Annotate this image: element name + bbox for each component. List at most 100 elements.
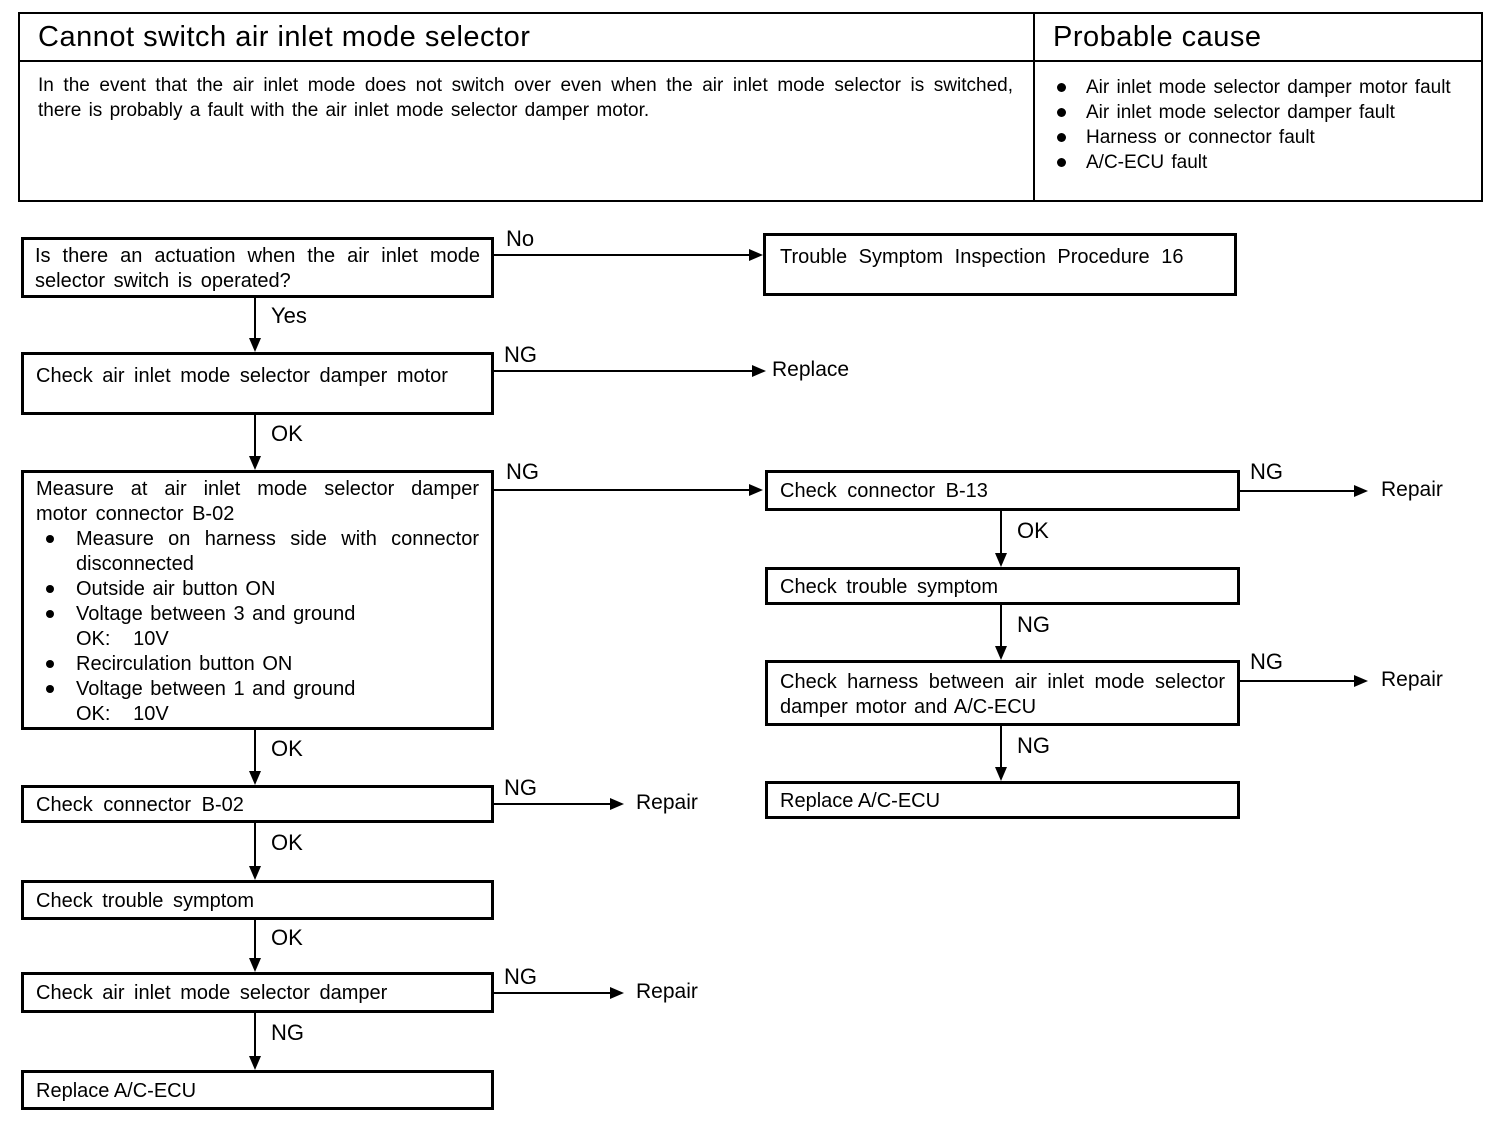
arrow-down-icon: [249, 771, 261, 785]
edge-no-line: [494, 254, 750, 256]
node-replace-ac-ecu-left: Replace A/C-ECU: [21, 1070, 494, 1110]
list-item: Recirculation button ON: [36, 652, 479, 677]
cause-text: Air inlet mode selector damper fault: [1086, 102, 1395, 123]
edge-label-ng: NG: [271, 1020, 304, 1045]
bullet-icon: [46, 585, 54, 593]
node-trouble-symptom-procedure: Trouble Symptom Inspection Procedure 16: [763, 233, 1237, 296]
arrow-down-icon: [249, 958, 261, 972]
cause-text: Harness or connector fault: [1086, 127, 1315, 148]
measure-bullet-list: Measure on harness side with connector d…: [36, 527, 479, 727]
list-item: Measure on harness side with connector d…: [36, 527, 479, 577]
arrow-down-icon: [249, 1056, 261, 1070]
cause-text: A/C-ECU fault: [1086, 152, 1208, 173]
node-replace-ac-ecu-right: Replace A/C-ECU: [765, 781, 1240, 819]
edge-ng-line: [1000, 605, 1002, 646]
edge-label-ng: NG: [504, 775, 537, 800]
arrow-down-icon: [249, 338, 261, 352]
arrow-down-icon: [995, 646, 1007, 660]
bullet-icon: [1057, 83, 1066, 92]
arrow-right-icon: [610, 798, 624, 810]
ok-value-line: OK: 10V: [76, 628, 169, 650]
probable-cause-title: Probable cause: [1035, 14, 1481, 62]
bullet-icon: [46, 610, 54, 618]
probable-cause-list: Air inlet mode selector damper motor fau…: [1045, 73, 1471, 175]
arrow-down-icon: [995, 767, 1007, 781]
symptom-description-wrap: In the event that the air inlet mode doe…: [20, 62, 1033, 200]
edge-label-ok: OK: [271, 421, 303, 446]
edge-label-yes: Yes: [271, 303, 307, 328]
bullet-icon: [1057, 158, 1066, 167]
node-check-connector-b13: Check connector B-13: [765, 470, 1240, 511]
edge-label-ng: NG: [506, 459, 539, 484]
node-check-damper: Check air inlet mode selector damper: [21, 972, 494, 1013]
bullet-text: Measure on harness side with connector d…: [76, 528, 479, 575]
node-text: Check trouble symptom: [36, 890, 255, 912]
bullet-line: Voltage between 1 and ground: [76, 678, 356, 700]
edge-ng-line: [494, 803, 610, 805]
edge-ok-line: [254, 823, 256, 866]
arrow-right-icon: [749, 484, 763, 496]
node-text: Check air inlet mode selector damper: [36, 982, 388, 1004]
arrow-right-icon: [749, 249, 763, 261]
terminal-repair: Repair: [636, 980, 698, 1003]
edge-label-ok: OK: [1017, 518, 1049, 543]
symptom-title: Cannot switch air inlet mode selector: [20, 14, 1033, 62]
node-measure-connector-b02: Measure at air inlet mode selector dampe…: [21, 470, 494, 730]
edge-ok-line: [254, 415, 256, 456]
node-check-damper-motor: Check air inlet mode selector damper mot…: [21, 352, 494, 415]
edge-label-no: No: [506, 226, 535, 251]
arrow-right-icon: [1354, 485, 1368, 497]
edge-label-ok: OK: [271, 736, 303, 761]
list-item: Harness or connector fault: [1051, 125, 1465, 150]
edge-label-ok: OK: [271, 925, 303, 950]
ok-value-line: OK: 10V: [76, 703, 169, 725]
node-question-actuation: Is there an actuation when the air inlet…: [21, 237, 494, 298]
bullet-text: Outside air button ON: [76, 578, 276, 600]
node-text: Replace A/C-ECU: [780, 790, 941, 812]
node-check-harness: Check harness between air inlet mode sel…: [765, 660, 1240, 726]
arrow-right-icon: [752, 365, 766, 377]
node-heading: Measure at air inlet mode selector dampe…: [36, 478, 479, 525]
symptom-cell: Cannot switch air inlet mode selector In…: [20, 14, 1035, 200]
node-check-trouble-symptom-right: Check trouble symptom: [765, 567, 1240, 605]
bullet-text: Recirculation button ON: [76, 653, 293, 675]
terminal-repair: Repair: [1381, 668, 1443, 691]
bullet-icon: [1057, 108, 1066, 117]
bullet-icon: [1057, 133, 1066, 142]
list-item: Air inlet mode selector damper fault: [1051, 100, 1465, 125]
edge-ng-line: [1000, 726, 1002, 767]
edge-ng-line: [494, 992, 610, 994]
bullet-icon: [46, 535, 54, 543]
edge-ng-line: [1240, 490, 1354, 492]
arrow-down-icon: [995, 553, 1007, 567]
node-check-connector-b02: Check connector B-02: [21, 785, 494, 823]
edge-ng-line: [1240, 680, 1354, 682]
node-check-trouble-symptom-left: Check trouble symptom: [21, 880, 494, 920]
edge-ng-line: [494, 489, 749, 491]
edge-label-ng: NG: [1250, 649, 1283, 674]
probable-cause-cell: Probable cause Air inlet mode selector d…: [1035, 14, 1481, 200]
edge-label-ng: NG: [504, 342, 537, 367]
terminal-repair: Repair: [636, 791, 698, 814]
edge-label-ng: NG: [504, 964, 537, 989]
bullet-icon: [46, 685, 54, 693]
edge-ok-line: [1000, 511, 1002, 553]
node-text: Trouble Symptom Inspection Procedure 16: [780, 246, 1184, 268]
cause-text: Air inlet mode selector damper motor fau…: [1086, 77, 1451, 98]
list-item: Outside air button ON: [36, 577, 479, 602]
edge-yes-line: [254, 298, 256, 339]
edge-label-ng: NG: [1017, 612, 1050, 637]
edge-label-ng: NG: [1017, 733, 1050, 758]
edge-ng-line: [254, 1013, 256, 1056]
arrow-down-icon: [249, 866, 261, 880]
arrow-right-icon: [1354, 675, 1368, 687]
edge-label-ng: NG: [1250, 459, 1283, 484]
edge-label-ok: OK: [271, 830, 303, 855]
bullet-icon: [46, 660, 54, 668]
node-text: Check harness between air inlet mode sel…: [780, 671, 1225, 718]
node-text: Is there an actuation when the air inlet…: [35, 245, 480, 292]
